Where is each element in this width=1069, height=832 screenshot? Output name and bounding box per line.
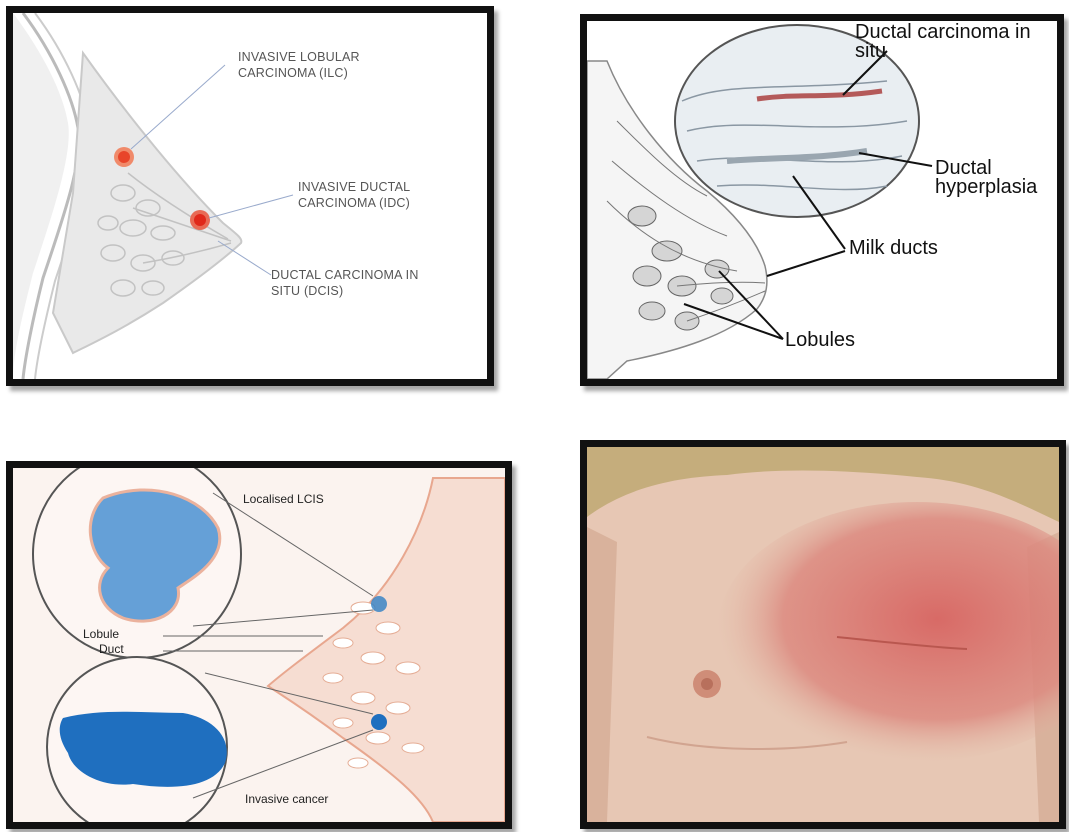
label-invasive-cancer: Invasive cancer xyxy=(245,792,328,806)
panel-breast-anatomy-ducts: Ductal carcinoma in situ Ductal hyperpla… xyxy=(580,14,1064,386)
label-dcis: DUCTAL CARCINOMA IN SITU (DCIS) xyxy=(271,267,451,299)
label-localised-lcis: Localised LCIS xyxy=(243,492,324,506)
label-duct: Duct xyxy=(99,642,124,656)
lcis-illustration xyxy=(13,468,505,822)
label-idc: INVASIVE DUCTAL CARCINOMA (IDC) xyxy=(298,179,458,211)
label-dcis: Ductal carcinoma in situ xyxy=(855,23,1055,61)
breast-duct-illustration xyxy=(587,21,1057,379)
chest-photo xyxy=(587,447,1059,822)
panel-lcis-invasive: Localised LCIS Lobule Duct Invasive canc… xyxy=(6,461,512,829)
label-milk-ducts: Milk ducts xyxy=(849,239,938,258)
label-lobules: Lobules xyxy=(785,331,855,350)
label-ductal-hyperplasia: Ductal hyperplasia xyxy=(935,159,1055,197)
panel-chest-photograph xyxy=(580,440,1066,829)
label-lobule: Lobule xyxy=(83,627,119,641)
panel-breast-cancer-types: INVASIVE LOBULAR CARCINOMA (ILC) INVASIV… xyxy=(6,6,494,386)
label-ilc: INVASIVE LOBULAR CARCINOMA (ILC) xyxy=(238,49,418,81)
